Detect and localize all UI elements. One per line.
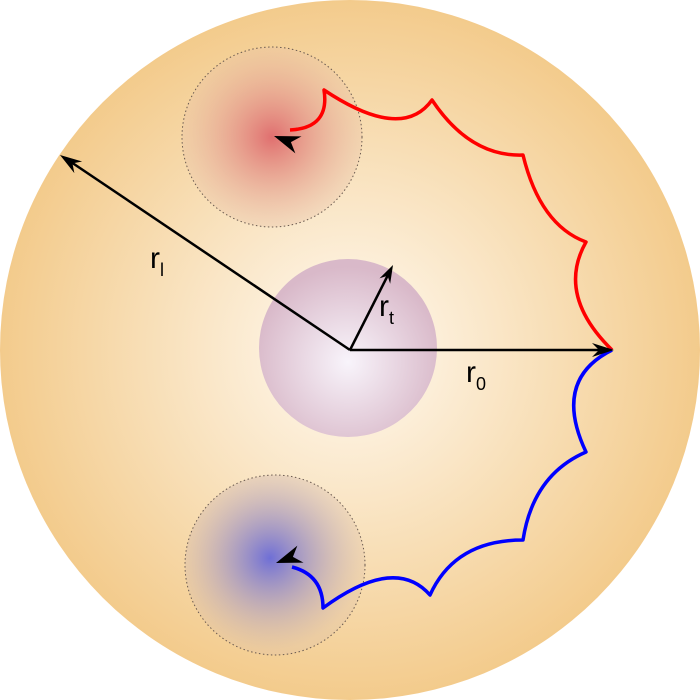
label-r-0: r0 bbox=[466, 356, 486, 394]
radius-r-t-line bbox=[348, 272, 391, 351]
blue-trajectory bbox=[291, 348, 613, 610]
radius-r-l-line bbox=[67, 158, 351, 352]
label-r-t: rt bbox=[379, 290, 394, 328]
label-r-l: rl bbox=[150, 242, 164, 280]
red-cloud bbox=[181, 46, 363, 228]
red-trajectory bbox=[289, 88, 614, 352]
arrowhead-icon bbox=[60, 155, 83, 174]
arrowhead-icon bbox=[379, 265, 393, 284]
arrowhead-icon bbox=[592, 343, 614, 357]
arrowhead-icon bbox=[274, 136, 302, 154]
arrowhead-icon bbox=[276, 545, 304, 563]
blue-cloud bbox=[184, 474, 366, 656]
